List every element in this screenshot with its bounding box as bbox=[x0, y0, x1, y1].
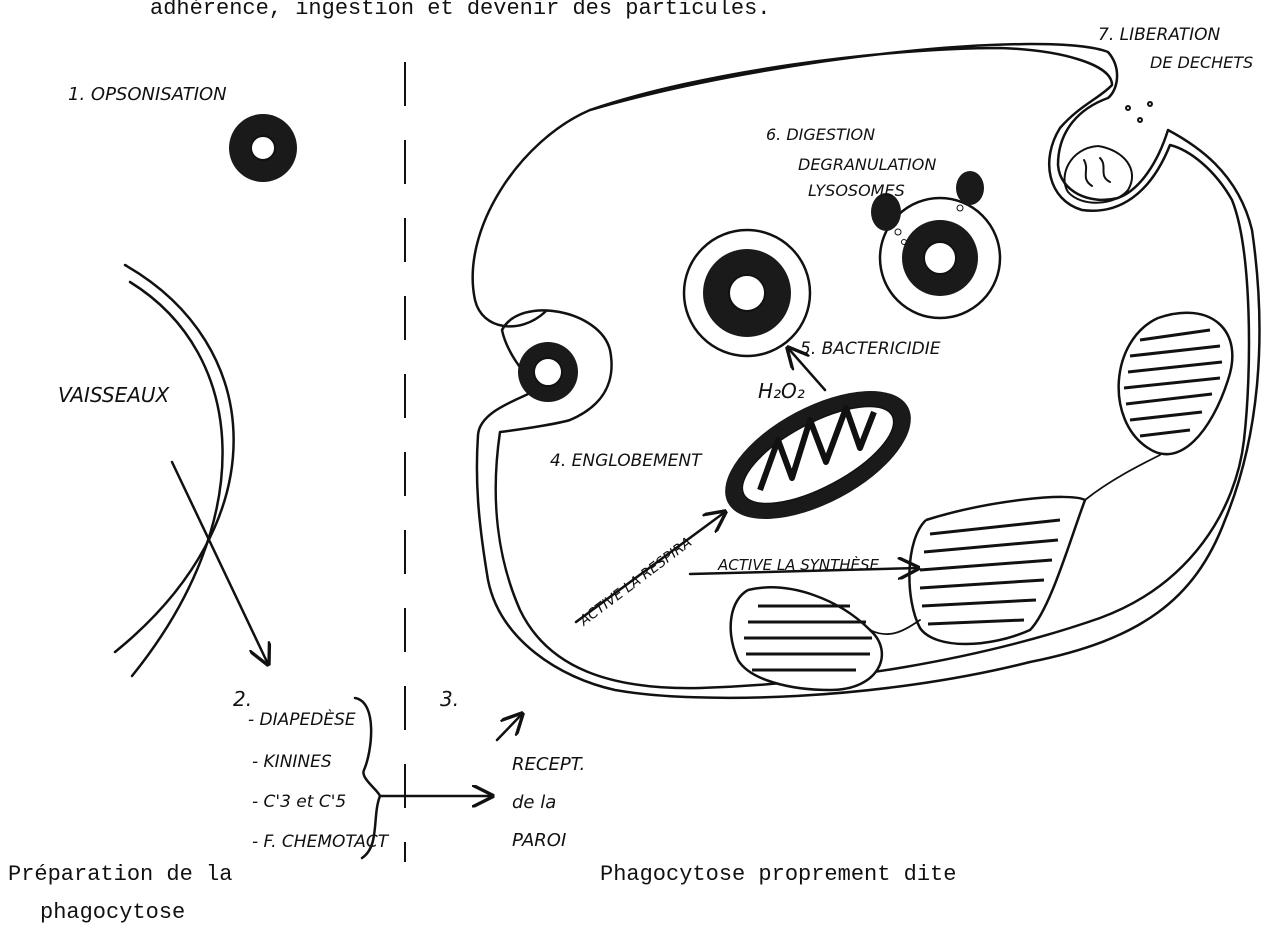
step2-item-kinines: - KININES bbox=[252, 752, 332, 772]
synthesis-label: ACTIVE LA SYNTHÈSE bbox=[717, 555, 880, 574]
header-text: adhérence, ingestion et devenir des part… bbox=[150, 0, 771, 21]
opsonized-particle bbox=[229, 114, 297, 182]
step1-label: 1. OPSONISATION bbox=[68, 84, 227, 105]
left-caption-line1: Préparation de la bbox=[8, 862, 232, 887]
engulfed-particle bbox=[518, 342, 578, 402]
right-caption: Phagocytose proprement dite bbox=[600, 862, 956, 887]
receptor-label-line3: PAROI bbox=[512, 830, 566, 851]
endoplasmic-reticulum-upper bbox=[1119, 313, 1233, 454]
step3-number: 3. bbox=[440, 687, 459, 711]
step6-label-line1: 6. DIGESTION bbox=[766, 125, 875, 144]
receptor-label-line1: RECEPT. bbox=[512, 754, 585, 775]
step2-item-diapedese: - DIAPEDÈSE bbox=[248, 708, 356, 730]
step6-label-line3: LYSOSOMES bbox=[808, 181, 905, 200]
lysosome bbox=[956, 171, 984, 205]
step2-item-complement: - C'3 et C'5 bbox=[252, 792, 346, 812]
endoplasmic-reticulum-middle bbox=[909, 497, 1085, 644]
step7-label-line1: 7. LIBERATION bbox=[1098, 25, 1220, 45]
step2-number: 2. bbox=[233, 687, 252, 711]
vessel-label: VAISSEAUX bbox=[58, 383, 171, 407]
receptor-label-line2: de la bbox=[512, 792, 556, 813]
blood-vessel bbox=[115, 265, 234, 676]
step5-label: 5. BACTERICIDIE bbox=[800, 339, 941, 359]
step7-label-line2: DE DECHETS bbox=[1150, 53, 1253, 72]
h2o2-label: H₂O₂ bbox=[758, 379, 805, 403]
er-connector bbox=[870, 620, 920, 634]
respiration-label: ACTIVE LA RESPIRA bbox=[576, 535, 695, 630]
step4-label: 4. ENGLOBEMENT bbox=[550, 451, 703, 471]
er-connector bbox=[1085, 455, 1160, 500]
phagosome bbox=[684, 230, 810, 356]
endoplasmic-reticulum-lower bbox=[731, 587, 882, 690]
mitochondrion bbox=[705, 365, 930, 546]
receptor-arrow bbox=[497, 714, 522, 740]
step6-label-line2: DEGRANULATION bbox=[798, 155, 936, 174]
left-caption-line2: phagocytose bbox=[40, 900, 185, 925]
